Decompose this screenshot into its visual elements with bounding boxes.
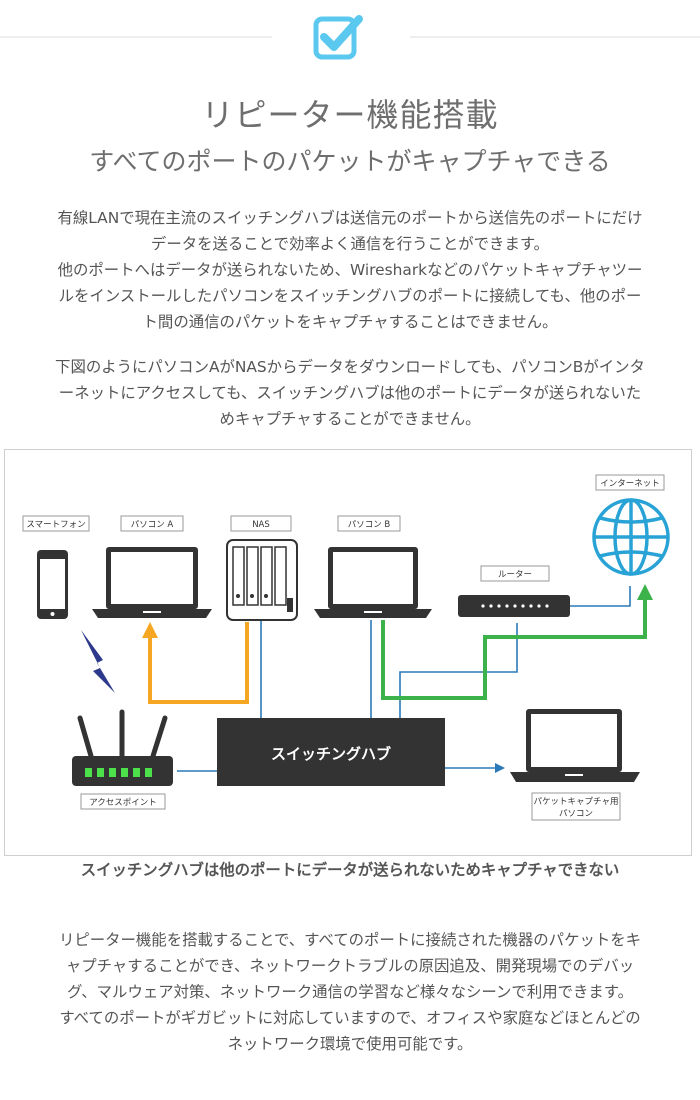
intro-line: ト間の通信のパケットをキャプチャすることはできません。 xyxy=(142,313,558,331)
page-subtitle: すべてのポートのパケットがキャプチャできる xyxy=(89,147,611,176)
laptop-b-icon xyxy=(314,547,432,618)
intro-line: 他のポートへはデータが送られないため、Wiresharkなどのパケットキャプチャ… xyxy=(57,261,643,279)
example-paragraph: 下図のようにパソコンAがNASからデータをダウンロードしても、パソコンBがインタ… xyxy=(0,354,700,432)
internet-globe-icon xyxy=(592,498,670,576)
smartphone-icon xyxy=(37,550,68,619)
switching-hub-icon: スイッチングハブ xyxy=(217,718,445,786)
laptop-a-icon xyxy=(92,547,212,618)
label-pc-a: パソコン A xyxy=(131,520,174,530)
diagram-caption: スイッチングハブは他のポートにデータが送られないためキャプチャできない xyxy=(80,861,620,879)
intro-line: データを送ることで効率よく通信を行うことができます。 xyxy=(150,235,550,253)
cable-router-internet xyxy=(558,586,631,607)
capture-laptop-icon xyxy=(510,709,640,782)
label-pc-b: パソコン B xyxy=(348,520,391,530)
label-access-point: アクセスポイント xyxy=(89,798,157,808)
cable-lines xyxy=(177,586,631,772)
label-internet: インターネット xyxy=(600,479,660,489)
label-capture-pc-line1: パケットキャプチャ用 xyxy=(534,797,619,807)
label-capture-pc-line2: パソコン xyxy=(559,809,593,819)
intro-paragraph: 有線LANで現在主流のスイッチングハブは送信元のポートから送信先のポートにだけ … xyxy=(0,205,700,335)
checkbox-check-icon xyxy=(313,15,363,60)
outro-line: すべてのポートがギガビットに対応していますので、オフィスや家庭などほとんどの xyxy=(59,1009,641,1027)
network-diagram-svg: スイッチングハブ スマートフォン パソコン A NAS パソコン B インターネ… xyxy=(22,474,670,821)
network-diagram: スイッチングハブ スマートフォン パソコン A NAS パソコン B インターネ… xyxy=(4,449,692,856)
header-divider-right xyxy=(410,36,700,38)
switch-label: スイッチングハブ xyxy=(271,745,391,763)
capture-arrow xyxy=(445,763,505,773)
wireless-signal-icon xyxy=(81,630,115,693)
internet-flow-arrow xyxy=(381,584,653,700)
router-icon xyxy=(458,595,570,617)
outro-line: ネットワーク環境で使用可能です。 xyxy=(227,1035,473,1053)
cable-router-switch xyxy=(399,623,518,718)
page-title: リピーター機能搭載 xyxy=(201,96,499,134)
outro-line: リピーター機能を搭載することで、すべてのポートに接続された機器のパケットをキ xyxy=(58,931,642,949)
example-line: ーネットにアクセスしても、スイッチングハブは他のポートにデータが送られないた xyxy=(58,384,642,402)
outro-paragraph: リピーター機能を搭載することで、すべてのポートに接続された機器のパケットをキ ャ… xyxy=(0,927,700,1057)
label-router: ルーター xyxy=(498,570,532,580)
label-smartphone: スマートフォン xyxy=(26,520,85,530)
header-divider-left xyxy=(0,36,272,38)
intro-line: ルをインストールしたパソコンをスイッチングハブのポートに接続しても、他のポー xyxy=(58,287,642,305)
example-line: 下図のようにパソコンAがNASからデータをダウンロードしても、パソコンBがインタ xyxy=(55,358,645,376)
example-line: めキャプチャすることができません。 xyxy=(219,410,481,428)
label-nas: NAS xyxy=(252,520,270,530)
download-flow-arrow xyxy=(142,622,249,704)
outro-line: グ、マルウェア対策、ネットワーク通信の学習など様々なシーンで利用できます。 xyxy=(66,983,634,1001)
nas-icon xyxy=(226,539,298,621)
intro-line: 有線LANで現在主流のスイッチングハブは送信元のポートから送信先のポートにだけ xyxy=(57,209,643,227)
outro-line: ャプチャすることができ、ネットワークトラブルの原因追及、開発現場でのデバッ xyxy=(65,957,635,975)
access-point-icon xyxy=(72,709,173,786)
